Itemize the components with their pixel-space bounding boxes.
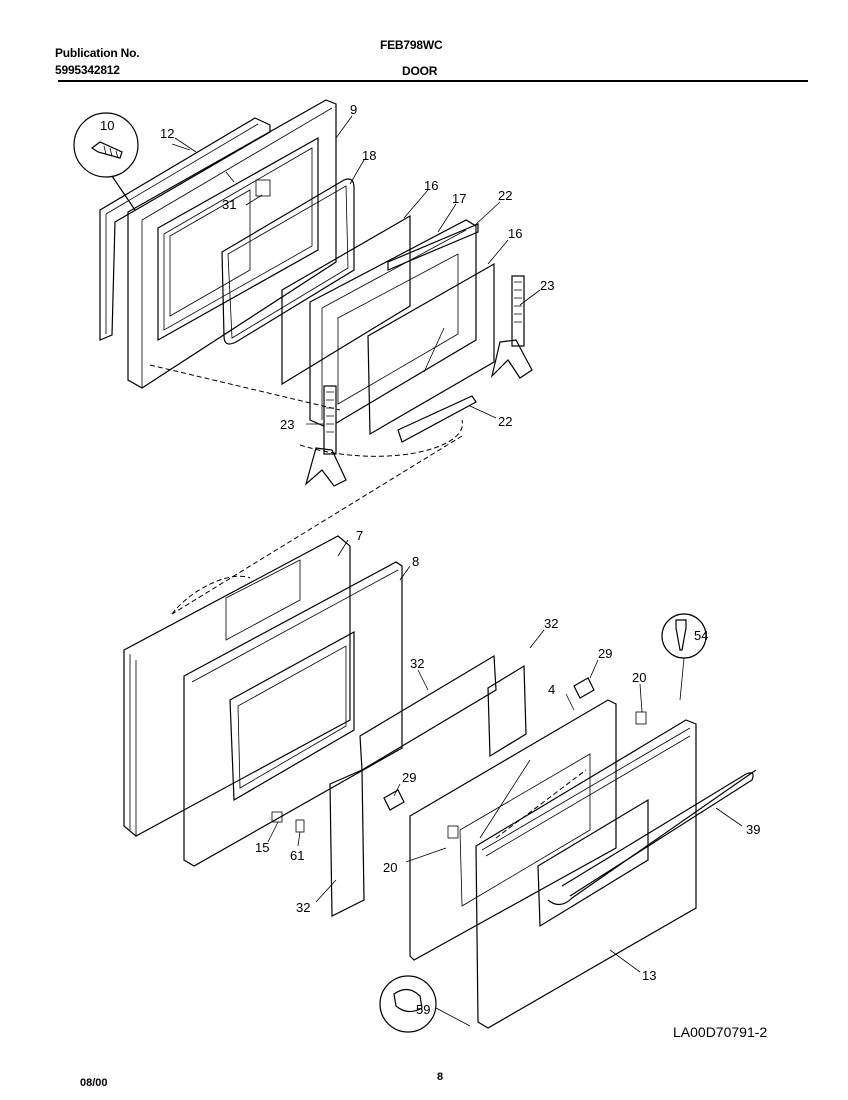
callout-18: 18 [362, 148, 376, 163]
part-16-glass-rear [281, 214, 411, 386]
part-17-glass-frame [309, 219, 477, 429]
publication-label: Publication No. [55, 46, 140, 60]
callout-17: 17 [452, 191, 466, 206]
part-20-bracket-left [447, 825, 459, 839]
header-rule [58, 80, 808, 82]
drawing-id: LA00D70791-2 [673, 1024, 768, 1040]
part-23-hinge-left [304, 385, 347, 487]
callout-61: 61 [290, 848, 304, 863]
part-8-door-liner [183, 561, 403, 867]
callout-9: 9 [350, 102, 357, 117]
part-29-bumper-left [383, 789, 405, 811]
part-32-channel-upper [359, 654, 497, 772]
part-22-retainer-bottom [397, 395, 477, 443]
part-18-wire-frame [221, 178, 355, 345]
callout-15: 15 [255, 840, 269, 855]
callout-23-right: 23 [540, 278, 554, 293]
part-32-channel-lower [329, 769, 365, 917]
part-22-retainer-top [387, 223, 479, 271]
part-4-glass [409, 699, 617, 961]
callout-20-left: 20 [383, 860, 397, 875]
callout-32-upper-right: 32 [544, 616, 558, 631]
callout-7: 7 [356, 528, 363, 543]
callout-59: 59 [416, 1002, 430, 1017]
callout-32-lower: 32 [296, 900, 310, 915]
callout-54: 54 [694, 628, 708, 643]
callout-29-left: 29 [402, 770, 416, 785]
page-number: 8 [437, 1071, 444, 1083]
model-number: FEB798WC [380, 38, 443, 52]
callout-13: 13 [642, 968, 656, 983]
callout-20-right: 20 [632, 670, 646, 685]
callout-22-top: 22 [498, 188, 512, 203]
part-9-inner-door [127, 99, 337, 389]
callout-29-right: 29 [598, 646, 612, 661]
callout-8: 8 [412, 554, 419, 569]
callout-32-upper: 32 [410, 656, 424, 671]
callout-10: 10 [100, 118, 114, 133]
part-54-screw-detail [661, 613, 707, 701]
part-12-gasket [99, 117, 271, 341]
part-13-outer-door [475, 719, 757, 1029]
callout-16-front: 16 [508, 226, 522, 241]
part-32-channel-right [487, 664, 527, 758]
part-39-handle [561, 772, 754, 897]
callout-12: 12 [160, 126, 174, 141]
part-16-glass-front [367, 262, 495, 436]
part-10-screw-detail [73, 112, 139, 211]
part-23-hinge-right [490, 275, 533, 379]
section-title: DOOR [402, 64, 438, 78]
callout-16-rear: 16 [424, 178, 438, 193]
callout-23-left: 23 [280, 417, 294, 432]
callout-39: 39 [746, 822, 760, 837]
part-20-bracket-right [635, 711, 647, 725]
publication-number: 5995342812 [55, 63, 120, 77]
publication-date: 08/00 [80, 1077, 108, 1089]
part-29-bumper-right [573, 677, 595, 699]
part-7-insulation [123, 535, 351, 837]
part-59-knob-detail [379, 975, 471, 1033]
callout-31: 31 [222, 197, 236, 212]
callout-22-bottom: 22 [498, 414, 512, 429]
callout-4: 4 [548, 682, 555, 697]
